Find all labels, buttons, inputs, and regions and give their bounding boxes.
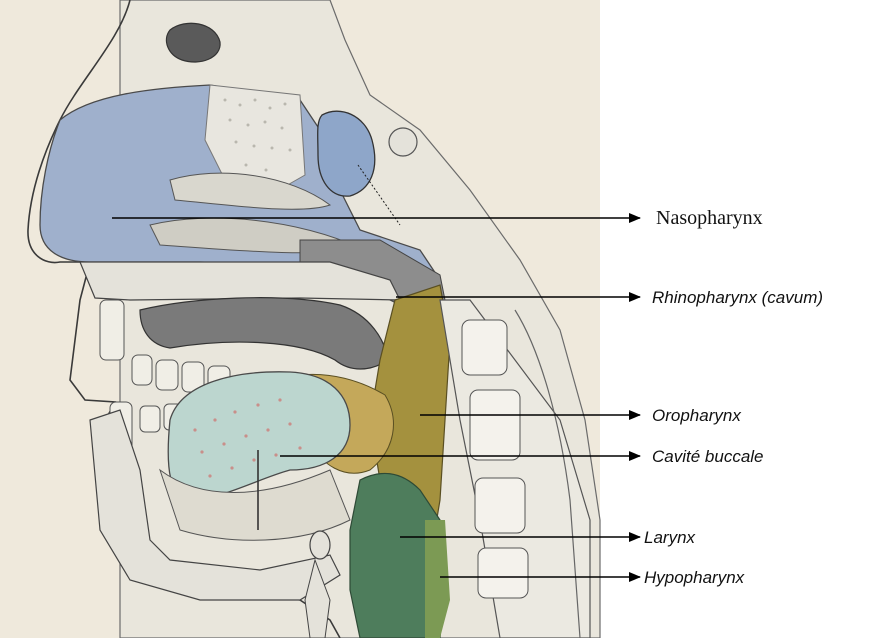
label-cavite-buccale: Cavité buccale [652, 448, 764, 465]
label-hypopharynx: Hypopharynx [644, 569, 744, 586]
label-rhinopharynx: Rhinopharynx (cavum) [652, 289, 823, 306]
label-larynx: Larynx [644, 529, 695, 546]
label-oropharynx: Oropharynx [652, 407, 741, 424]
label-nasopharynx: Nasopharynx [656, 208, 763, 228]
